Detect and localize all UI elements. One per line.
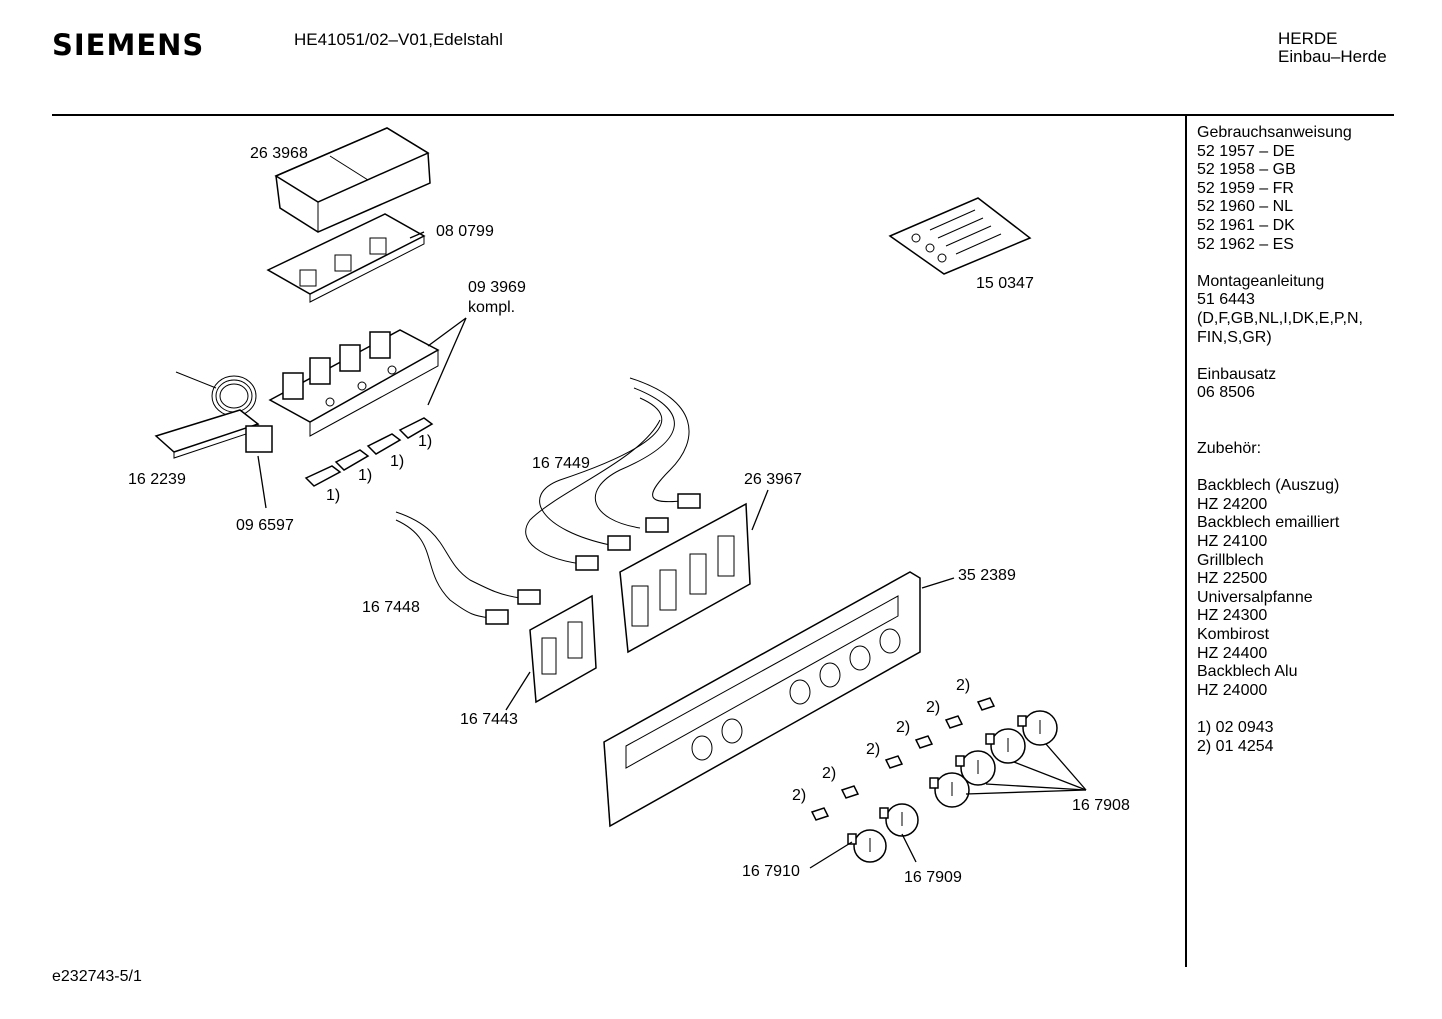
sidebar-line: Kombirost	[1197, 626, 1270, 644]
label-note2-d: 2)	[866, 741, 880, 758]
part-thermostat	[154, 371, 273, 459]
sidebar-line: (D,F,GB,NL,I,DK,E,P,N,	[1197, 309, 1363, 327]
part-control-panel	[603, 571, 921, 828]
label-167449: 16 7449	[532, 455, 590, 472]
category-block: HERDE Einbau–Herde	[1278, 30, 1387, 66]
label-352389: 35 2389	[958, 567, 1016, 584]
category-main: HERDE	[1278, 29, 1338, 48]
sidebar-line: Backblech (Auszug)	[1197, 477, 1340, 495]
exploded-parts-diagram: 26 3968 08 0799 09 3969 kompl. 1) 1) 1) …	[128, 127, 1130, 886]
sidebar-line: Grillblech	[1197, 551, 1264, 569]
sidebar-line: 52 1957 – DE	[1197, 142, 1295, 160]
part-knob-167909	[879, 803, 919, 837]
parts-sidebar: Gebrauchsanweisung 52 1957 – DE 52 1958 …	[1197, 124, 1363, 756]
sidebar-line: HZ 24000	[1197, 681, 1268, 699]
sidebar-line: Montageanleitung	[1197, 272, 1325, 290]
sidebar-line: Backblech Alu	[1197, 663, 1298, 681]
label-150347: 15 0347	[976, 275, 1034, 292]
label-093969: 09 3969	[468, 279, 526, 296]
part-spacers	[810, 697, 996, 821]
sidebar-line: HZ 24400	[1197, 644, 1268, 662]
label-note2-e: 2)	[822, 765, 836, 782]
part-small-plate	[529, 594, 597, 704]
sidebar-line: 51 6443	[1197, 291, 1255, 309]
sidebar-line: 52 1962 – ES	[1197, 235, 1294, 253]
model-title: HE41051/02–V01,Edelstahl	[294, 30, 503, 49]
label-263967: 26 3967	[744, 471, 802, 488]
label-note1-c: 1)	[358, 467, 372, 484]
category-sub: Einbau–Herde	[1278, 47, 1387, 66]
label-096597: 09 6597	[236, 517, 294, 534]
sidebar-line	[1197, 459, 1363, 478]
sidebar-line: 1) 02 0943	[1197, 719, 1274, 736]
part-mounting-plate	[619, 502, 751, 654]
part-wire-harness-lower	[395, 511, 541, 625]
label-note1-d: 1)	[326, 487, 340, 504]
label-note2-b: 2)	[926, 699, 940, 716]
sidebar-line: HZ 22500	[1197, 570, 1268, 588]
sidebar-line: 52 1960 – NL	[1197, 198, 1294, 216]
sidebar-line	[1197, 700, 1363, 719]
sidebar-line	[1197, 254, 1363, 273]
part-wire-harness-upper	[525, 377, 701, 571]
sidebar-line: FIN,S,GR)	[1197, 328, 1272, 346]
label-167909: 16 7909	[904, 869, 962, 886]
sidebar-line: HZ 24200	[1197, 495, 1268, 513]
diagram-code: e232743-5/1	[52, 968, 142, 985]
sidebar-line: 06 8506	[1197, 384, 1255, 402]
part-switch-block	[268, 329, 440, 437]
part-screw-bag	[888, 197, 1032, 275]
sidebar-line: HZ 24300	[1197, 607, 1268, 625]
label-080799: 08 0799	[436, 223, 494, 240]
sidebar-line	[1197, 403, 1363, 422]
sidebar-line	[1197, 347, 1363, 366]
label-162239: 16 2239	[128, 471, 186, 488]
sidebar-line: 52 1958 – GB	[1197, 161, 1296, 179]
label-kompl: kompl.	[468, 299, 515, 316]
sidebar-line	[1197, 422, 1363, 441]
sidebar-line: Universalpfanne	[1197, 588, 1313, 606]
label-263968: 26 3968	[250, 145, 308, 162]
sidebar-line: Einbausatz	[1197, 365, 1277, 383]
label-note2-a: 2)	[956, 677, 970, 694]
sidebar-line: Gebrauchsanweisung	[1197, 124, 1352, 141]
label-note1-b: 1)	[390, 453, 404, 470]
part-tray	[274, 127, 431, 233]
sidebar-line: 52 1961 – DK	[1197, 216, 1295, 234]
label-note1-a: 1)	[418, 433, 432, 450]
part-knob-167910	[847, 829, 887, 863]
sidebar-line: Backblech emailliert	[1197, 514, 1340, 532]
label-note2-f: 2)	[792, 787, 806, 804]
sidebar-line: HZ 24100	[1197, 533, 1268, 551]
brand-logo: SIEMENS	[52, 28, 205, 62]
label-167910: 16 7910	[742, 863, 800, 880]
sidebar-line: 52 1959 – FR	[1197, 179, 1294, 197]
sidebar-divider	[1185, 114, 1187, 967]
header-divider	[52, 114, 1394, 116]
label-167443: 16 7443	[460, 711, 518, 728]
sidebar-line: Zubehör:	[1197, 440, 1262, 458]
part-frame	[266, 213, 426, 303]
label-167908: 16 7908	[1072, 797, 1130, 814]
sidebar-line: 2) 01 4254	[1197, 737, 1274, 755]
part-clips	[304, 417, 434, 487]
label-note2-c: 2)	[896, 719, 910, 736]
label-167448: 16 7448	[362, 599, 420, 616]
part-knobs-167908	[929, 710, 1058, 808]
